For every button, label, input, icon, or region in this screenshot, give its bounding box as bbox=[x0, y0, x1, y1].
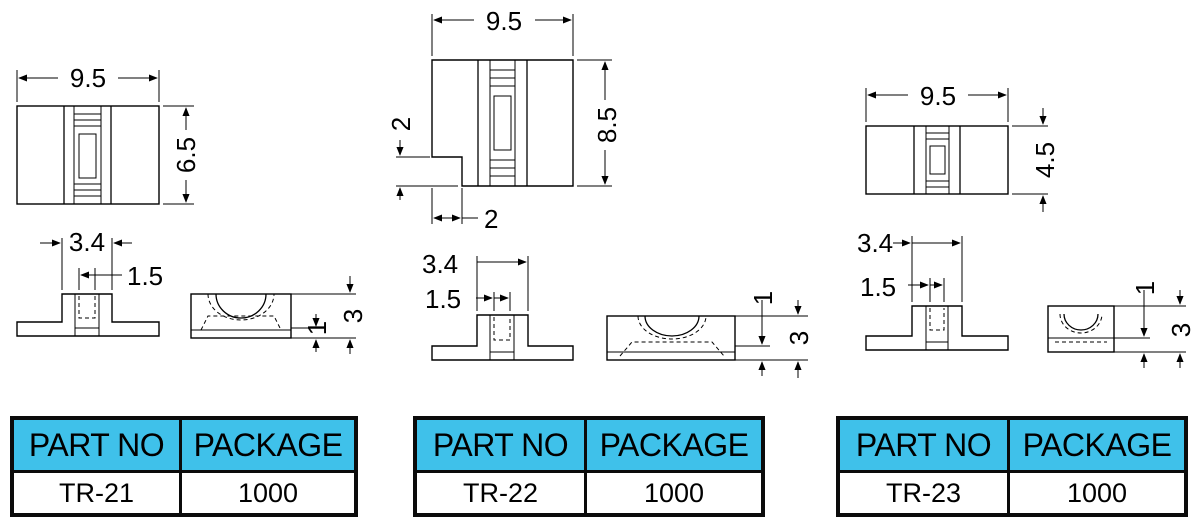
tr22-slot-dim: 1.5 bbox=[425, 284, 461, 314]
tr21-side-width-dim: 3.4 bbox=[69, 227, 105, 257]
tr21-slot-dim: 1.5 bbox=[127, 261, 163, 291]
part-no-header: PART NO bbox=[10, 416, 182, 473]
tr22-side-width-dim: 3.4 bbox=[422, 249, 458, 279]
tr21-end-total-dim: 3 bbox=[338, 309, 368, 323]
tr23-package-table: PART NO PACKAGE TR-23 1000 bbox=[836, 416, 1188, 517]
tr22-top-view bbox=[431, 59, 574, 187]
package-cell: 1000 bbox=[584, 470, 765, 517]
package-header: PACKAGE bbox=[1007, 416, 1188, 473]
tr23-end-small-dim: 1 bbox=[1130, 281, 1160, 295]
technical-drawing: 9.5 6.5 3.4 1.5 bbox=[16, 6, 1196, 378]
tr22-drawing: 9.5 8.5 2 2 3.4 1.5 bbox=[386, 6, 814, 378]
tr21-side-view bbox=[16, 293, 160, 337]
tr22-height-dim: 8.5 bbox=[592, 107, 622, 143]
package-header: PACKAGE bbox=[179, 416, 358, 473]
tr23-width-dim: 9.5 bbox=[920, 81, 956, 111]
tr22-side-view bbox=[431, 314, 574, 361]
tr21-end-small-dim: 1 bbox=[302, 321, 332, 335]
tr22-end-total-dim: 3 bbox=[784, 331, 814, 345]
part-no-header: PART NO bbox=[836, 416, 1010, 473]
tr23-top-view bbox=[865, 125, 1009, 195]
package-header: PACKAGE bbox=[584, 416, 765, 473]
tr22-end-small-dim: 1 bbox=[748, 291, 778, 305]
tr21-width-dim: 9.5 bbox=[70, 63, 106, 93]
tr21-drawing: 9.5 6.5 3.4 1.5 bbox=[16, 63, 368, 354]
tr23-end-view bbox=[1047, 305, 1115, 353]
part-no-cell: TR-22 bbox=[413, 470, 587, 517]
tr21-top-view bbox=[16, 105, 160, 205]
part-no-cell: TR-21 bbox=[10, 470, 182, 517]
tr23-side-width-dim: 3.4 bbox=[857, 228, 893, 258]
tr23-end-total-dim: 3 bbox=[1166, 323, 1196, 337]
tr21-height-dim: 6.5 bbox=[171, 137, 201, 173]
part-no-header: PART NO bbox=[413, 416, 587, 473]
tr22-width-dim: 9.5 bbox=[486, 6, 522, 36]
tr23-side-view bbox=[865, 305, 1009, 351]
tr23-slot-dim: 1.5 bbox=[860, 272, 896, 302]
tr22-end-view bbox=[606, 315, 736, 361]
tr23-height-dim: 4.5 bbox=[1030, 142, 1060, 178]
package-cell: 1000 bbox=[1007, 470, 1188, 517]
part-no-cell: TR-23 bbox=[836, 470, 1010, 517]
package-cell: 1000 bbox=[179, 470, 358, 517]
tr23-drawing: 9.5 4.5 3.4 1.5 bbox=[857, 81, 1196, 368]
tr22-package-table: PART NO PACKAGE TR-22 1000 bbox=[413, 416, 765, 517]
tr22-step-height-dim: 2 bbox=[386, 117, 416, 131]
tr21-end-view bbox=[190, 293, 292, 339]
tr22-step-width-dim: 2 bbox=[484, 204, 498, 234]
tr21-package-table: PART NO PACKAGE TR-21 1000 bbox=[10, 416, 358, 517]
